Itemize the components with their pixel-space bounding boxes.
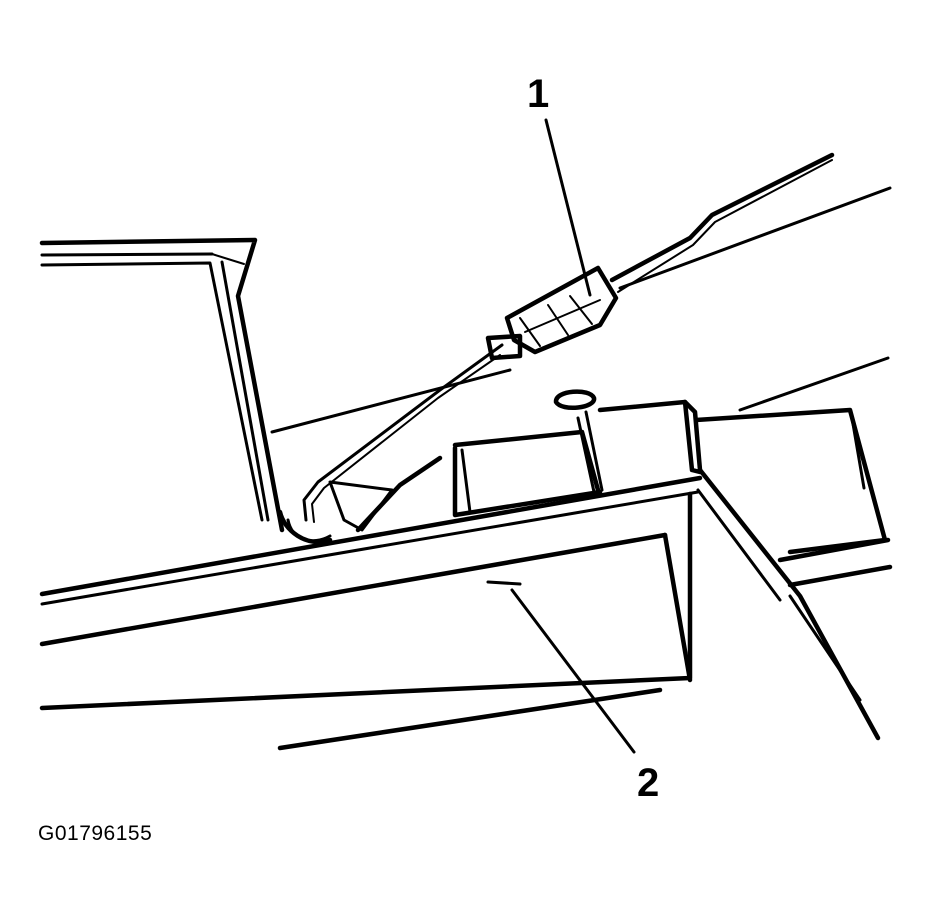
cable-with-connector: [302, 152, 835, 523]
callout-label-1: 1: [527, 72, 550, 116]
leader-line-1: [544, 118, 592, 297]
leader-line-2: [510, 588, 636, 754]
callout-leaders: [486, 118, 636, 754]
figure-id-label: G01796155: [38, 822, 153, 845]
tray-housing: [39, 467, 893, 751]
left-panel-bracket: [39, 237, 285, 533]
background-frame-lines: [270, 186, 892, 434]
callout-label-2: 2: [637, 761, 660, 805]
mounting-bracket-assembly: [277, 389, 888, 555]
